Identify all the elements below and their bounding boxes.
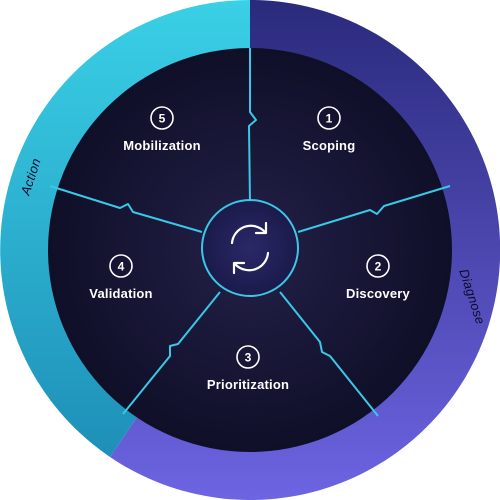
- step-label: Discovery: [346, 286, 411, 301]
- step-number: 1: [326, 112, 333, 126]
- step-number-badge: [150, 106, 174, 130]
- divider-bottom-left: [122, 291, 221, 415]
- step-number: 5: [159, 112, 166, 126]
- step-mobilization: 5 Mobilization: [123, 106, 201, 153]
- step-validation: 4 Validation: [89, 254, 153, 301]
- step-number: 2: [375, 260, 382, 274]
- step-number-badge: [366, 254, 390, 278]
- step-label: Prioritization: [207, 377, 289, 392]
- center-hub: [201, 199, 299, 297]
- cycle-arrows-icon: [230, 221, 270, 275]
- step-label: Scoping: [303, 138, 356, 153]
- step-number-badge: [109, 254, 133, 278]
- divider-left: [49, 185, 203, 233]
- divider-top: [248, 48, 257, 203]
- divider-bottom-right: [279, 291, 379, 417]
- step-prioritization: 3 Prioritization: [207, 345, 289, 392]
- step-label: Mobilization: [123, 138, 201, 153]
- step-discovery: 2 Discovery: [346, 254, 411, 301]
- step-number: 4: [118, 260, 125, 274]
- step-number-badge: [317, 106, 341, 130]
- divider-right: [297, 185, 451, 233]
- step-label: Validation: [89, 286, 152, 301]
- segment-dividers: [49, 48, 451, 417]
- step-number: 3: [245, 351, 252, 365]
- step-number-badge: [236, 345, 260, 369]
- step-scoping: 1 Scoping: [303, 106, 356, 153]
